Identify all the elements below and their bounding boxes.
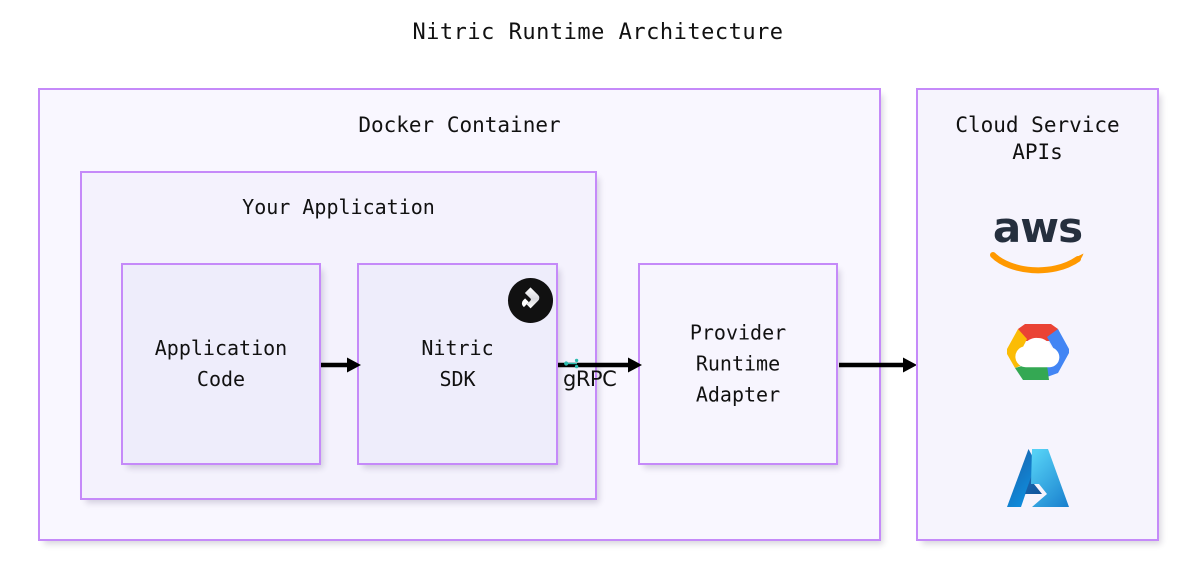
provider-runtime-adapter-label: Provider Runtime Adapter: [689, 320, 787, 407]
your-application-label: Your Application: [242, 195, 435, 219]
arrow-application-code-to-nitric-sdk: [321, 357, 361, 373]
arrow-provider-runtime-adapter-to-cloud-service-apis: [839, 357, 917, 373]
cloud-logo-list: aws: [918, 190, 1157, 540]
azure-logo-icon: [1006, 449, 1069, 507]
provider-runtime-adapter-node[interactable]: Provider Runtime Adapter: [638, 263, 838, 465]
arrow-nitric-sdk-to-provider-runtime-adapter: [558, 357, 642, 373]
aws-logo-icon: aws: [989, 203, 1086, 275]
nitric-logo-icon: [507, 277, 554, 324]
page-title: Nitric Runtime Architecture: [412, 20, 784, 45]
cloud-service-apis-group: Cloud Service APIs aws: [916, 88, 1159, 541]
application-code-label: Application Code: [154, 336, 288, 391]
grpc-edge-label: gRPC: [563, 358, 617, 391]
docker-container-label: Docker Container: [358, 113, 561, 137]
aws-smile-arrow-icon: [989, 252, 1083, 274]
azure-logo[interactable]: [918, 430, 1157, 530]
grpc-logo-icon: [564, 358, 579, 369]
cloud-service-apis-label: Cloud Service APIs: [955, 113, 1120, 165]
google-cloud-logo-icon: [1006, 324, 1069, 380]
grpc-edge-label-text: gRPC: [563, 367, 617, 391]
google-cloud-logo[interactable]: [918, 310, 1157, 410]
aws-wordmark: aws: [992, 203, 1083, 252]
nitric-sdk-node[interactable]: Nitric SDK: [357, 263, 558, 465]
nitric-sdk-label: Nitric SDK: [421, 336, 494, 391]
application-code-node[interactable]: Application Code: [121, 263, 321, 465]
aws-logo[interactable]: aws: [918, 192, 1157, 292]
